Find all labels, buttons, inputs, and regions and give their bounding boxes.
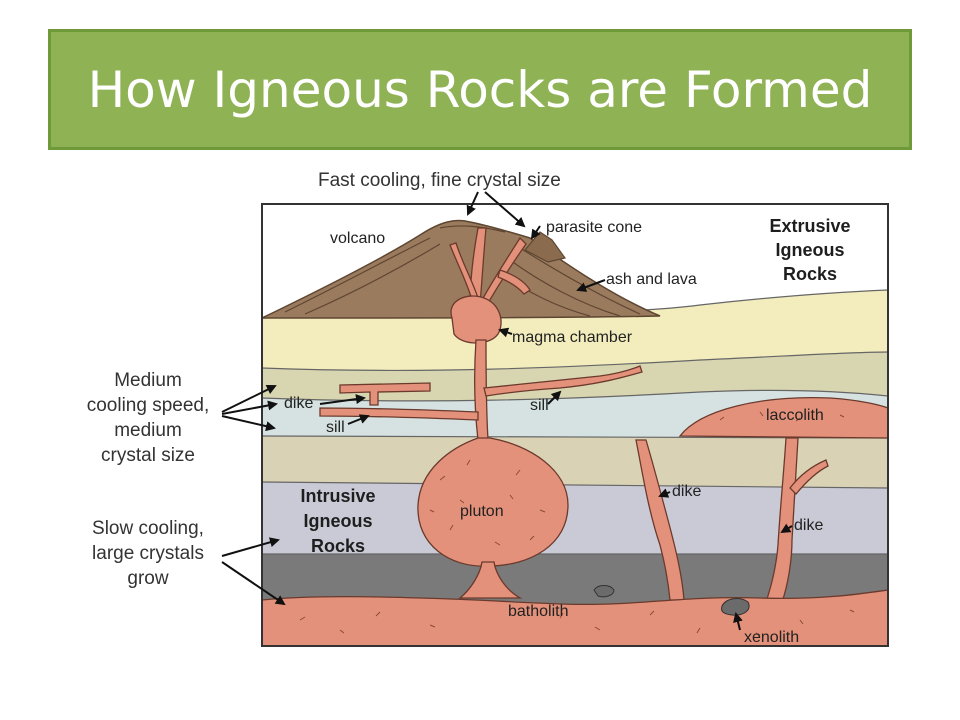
volcano-strata [284, 225, 641, 317]
medium-note-line-1: Medium [114, 370, 182, 391]
intrusive-line-2: Igneous [303, 511, 372, 531]
dike-label-right: dike [794, 517, 823, 534]
slow-note-line-2: large crystals [92, 543, 204, 564]
pointer-arrows [221, 191, 793, 631]
slow-cooling-note: Slow cooling, large crystals grow [92, 518, 204, 589]
sill-label-left: sill [326, 419, 345, 436]
extrusive-line-1: Extrusive [769, 216, 850, 236]
layer-cream [262, 290, 888, 370]
medium-note-line-2: cooling speed, [87, 395, 210, 416]
laccolith-label: laccolith [766, 407, 824, 424]
ash-and-lava-label: ash and lava [606, 271, 697, 288]
layer-tan [262, 436, 888, 490]
pluton-label: pluton [460, 503, 504, 520]
parasite-cone-label: parasite cone [546, 219, 642, 236]
fast-cooling-note: Fast cooling, fine crystal size [318, 170, 561, 191]
xenolith-rock-small [593, 585, 615, 598]
sill-label-right: sill [530, 397, 549, 414]
intrusive-heading: Intrusive Igneous Rocks [300, 486, 375, 556]
medium-note-line-4: crystal size [101, 445, 195, 466]
xenolith-rock [721, 598, 750, 616]
intrusive-line-3: Rocks [311, 536, 365, 556]
extrusive-line-3: Rocks [783, 264, 837, 284]
xenolith-label: xenolith [744, 629, 799, 646]
magma-texture [299, 411, 855, 636]
dike-label-left: dike [284, 395, 313, 412]
title-banner: How Igneous Rocks are Formed [48, 29, 912, 150]
rock-layers [262, 204, 888, 646]
extrusive-line-2: Igneous [775, 240, 844, 260]
magma-chamber-label: magma chamber [512, 329, 633, 346]
medium-note-line-3: medium [114, 420, 182, 441]
extrusive-heading: Extrusive Igneous Rocks [769, 216, 850, 284]
slide-title: How Igneous Rocks are Formed [87, 60, 873, 119]
laccolith-body [678, 396, 888, 439]
dike-label-middle: dike [672, 483, 701, 500]
slow-note-line-3: grow [127, 568, 168, 589]
volcano-label: volcano [330, 230, 385, 247]
slow-note-line-1: Slow cooling, [92, 518, 204, 539]
intrusive-line-1: Intrusive [300, 486, 375, 506]
batholith-label: batholith [508, 603, 569, 620]
medium-cooling-note: Medium cooling speed, medium crystal siz… [87, 370, 210, 466]
